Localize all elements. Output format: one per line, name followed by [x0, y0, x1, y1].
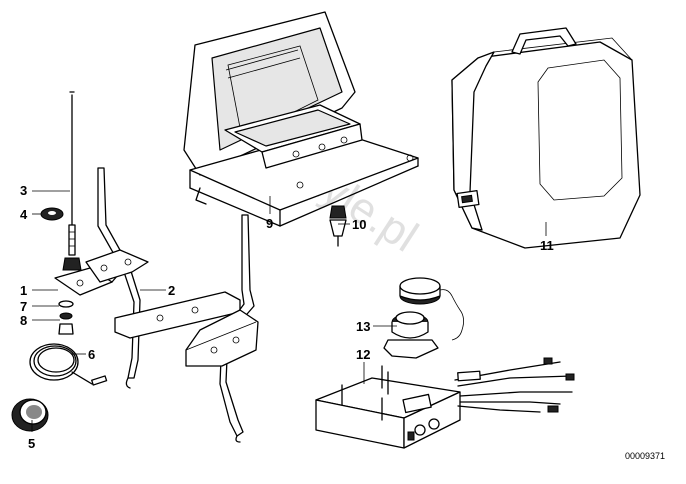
- clip-part: [329, 205, 347, 247]
- callout-4: 4: [20, 207, 28, 222]
- control-box-part: [315, 357, 575, 449]
- closed-case-part: [451, 27, 641, 249]
- callout-3: 3: [20, 183, 27, 198]
- callout-2: 2: [168, 283, 175, 298]
- callout-9: 9: [266, 216, 273, 231]
- antenna-part: [62, 91, 82, 271]
- leader-lines: [31, 190, 547, 432]
- callout-8: 8: [20, 313, 27, 328]
- document-number: 00009371: [625, 451, 665, 461]
- support-bracket-part: [85, 167, 259, 443]
- callout-13: 13: [356, 319, 370, 334]
- callout-6: 6: [88, 347, 95, 362]
- connector-part: [383, 277, 464, 359]
- callout-labels: 3 4 1 7 8 6 5 2 9 10 11 13 12: [20, 183, 554, 451]
- callout-1: 1: [20, 283, 27, 298]
- cable-coil-part: [29, 343, 108, 386]
- callout-10: 10: [352, 217, 366, 232]
- round-cap-part: [11, 398, 49, 432]
- callout-12: 12: [356, 347, 370, 362]
- open-case-part: [183, 11, 419, 227]
- callout-5: 5: [28, 436, 35, 451]
- grommet-part: [40, 207, 64, 221]
- callout-7: 7: [20, 299, 27, 314]
- washer-nut-part: [58, 300, 74, 335]
- callout-11: 11: [540, 238, 554, 253]
